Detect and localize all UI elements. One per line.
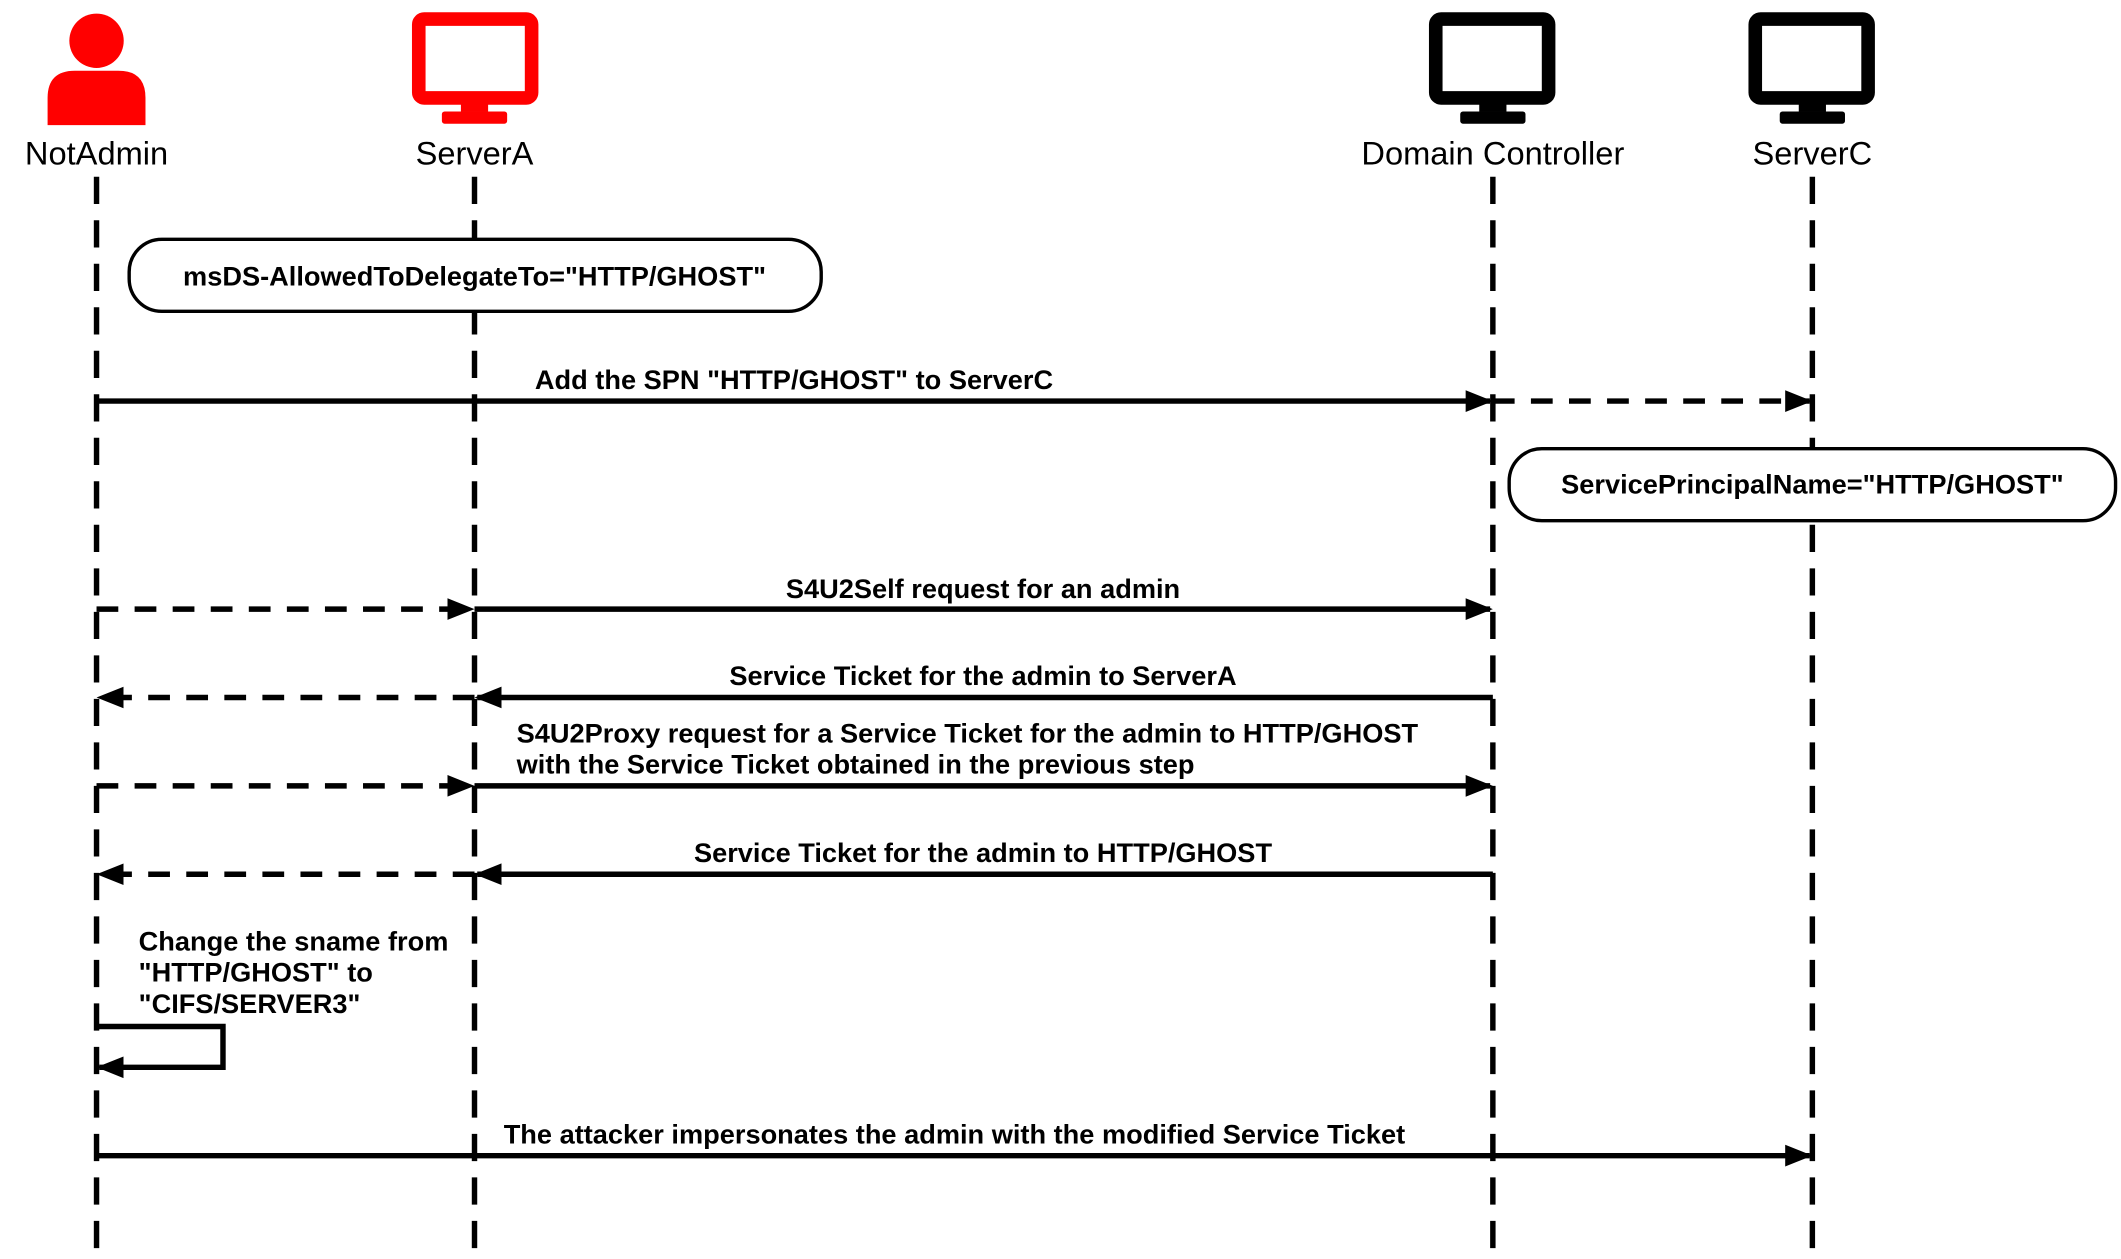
note-servera-attribute: msDS-AllowedToDelegateTo="HTTP/GHOST" — [127, 237, 823, 314]
actor-notadmin: NotAdmin — [25, 13, 168, 172]
message-impersonate-label: The attacker impersonates the admin with… — [504, 1118, 1405, 1149]
note-serverc-spn: ServicePrincipalName="HTTP/GHOST" — [1507, 446, 2118, 523]
user-icon — [47, 13, 146, 126]
message-ticket-servera-label: Service Ticket for the admin to ServerA — [729, 660, 1236, 691]
message-change-sname-line3: "CIFS/SERVER3" — [139, 988, 361, 1019]
message-s4u2proxy-label-line1: S4U2Proxy request for a Service Ticket f… — [517, 717, 1419, 748]
actor-notadmin-label: NotAdmin — [25, 135, 168, 172]
monitor-icon — [1748, 12, 1875, 124]
monitor-icon — [1428, 12, 1556, 124]
message-impersonate: The attacker impersonates the admin with… — [96, 1118, 1813, 1167]
actor-servera: ServerA — [411, 12, 539, 172]
actor-domain-controller: Domain Controller — [1361, 12, 1624, 172]
message-change-sname: Change the sname from "HTTP/GHOST" to "C… — [96, 925, 449, 1079]
actor-serverc-label: ServerC — [1753, 135, 1873, 172]
message-change-sname-line2: "HTTP/GHOST" to — [139, 957, 373, 988]
actor-servera-label: ServerA — [416, 135, 534, 172]
message-ticket-http-ghost-label: Service Ticket for the admin to HTTP/GHO… — [694, 837, 1272, 868]
monitor-icon — [411, 12, 539, 124]
message-ticket-http-ghost: Service Ticket for the admin to HTTP/GHO… — [96, 837, 1493, 886]
message-s4u2self-label: S4U2Self request for an admin — [786, 573, 1180, 604]
note-servera-attribute-text: msDS-AllowedToDelegateTo="HTTP/GHOST" — [183, 261, 766, 292]
message-s4u2proxy-label-line2: with the Service Ticket obtained in the … — [516, 749, 1195, 780]
message-add-spn: Add the SPN "HTTP/GHOST" to ServerC — [96, 364, 1813, 412]
actor-serverc: ServerC — [1748, 12, 1875, 172]
message-add-spn-label: Add the SPN "HTTP/GHOST" to ServerC — [535, 364, 1053, 395]
actor-domain-controller-label: Domain Controller — [1361, 135, 1624, 172]
message-s4u2proxy-request: S4U2Proxy request for a Service Ticket f… — [96, 717, 1493, 797]
note-serverc-spn-text: ServicePrincipalName="HTTP/GHOST" — [1561, 469, 2064, 500]
message-s4u2self-request: S4U2Self request for an admin — [96, 573, 1493, 620]
message-change-sname-line1: Change the sname from — [139, 925, 449, 956]
message-ticket-servera: Service Ticket for the admin to ServerA — [96, 660, 1493, 709]
